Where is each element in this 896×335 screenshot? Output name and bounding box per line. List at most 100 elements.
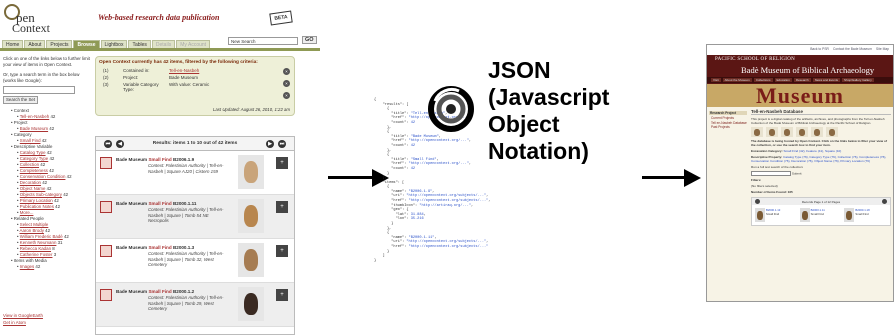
facet-label[interactable]: Small Find — [19, 138, 41, 143]
facet-item[interactable]: • Select Multiple — [17, 222, 49, 227]
facet-label[interactable]: Bade Museum — [19, 126, 49, 131]
facet-item[interactable]: • Collection 42 — [17, 162, 46, 167]
object-thumb[interactable] — [751, 127, 763, 137]
facet-item[interactable]: • More... — [17, 210, 34, 215]
facet-item[interactable]: • Aaron Brody 42 — [17, 228, 51, 233]
facet-item[interactable]: • Primary Location 42 — [17, 198, 59, 203]
result-title[interactable]: Bade Museum Small Find B2000.1.11 — [116, 201, 196, 206]
next-page-icon[interactable]: ▶ — [266, 140, 274, 148]
result-title[interactable]: Bade Museum Small Find B2000.1.2 — [116, 289, 194, 294]
result-thumbnail[interactable] — [238, 199, 264, 233]
top-link[interactable]: Contact the Bade Museum — [832, 47, 872, 51]
museum-nav-item[interactable]: Shop/Gallery Gallery — [842, 78, 874, 82]
facet-label[interactable]: Publication Notes — [19, 204, 54, 209]
object-thumb[interactable] — [766, 127, 778, 137]
criteria-value[interactable]: Tell-en-Nasbeh — [169, 68, 200, 73]
item-thumbnail[interactable] — [799, 208, 810, 222]
facet-item[interactable]: • Category Type 42 — [17, 156, 55, 161]
facet-label[interactable]: Collection — [19, 162, 40, 167]
facet-label[interactable]: Aaron Brody — [19, 228, 44, 233]
facet-item[interactable]: • Objects Sub-category 42 — [17, 192, 69, 197]
result-thumbnail[interactable] — [238, 155, 264, 189]
item-id[interactable]: B2000.1.11 — [810, 208, 825, 212]
facet-item[interactable]: • William Frederic Badè 42 — [17, 234, 69, 239]
result-thumbnail[interactable] — [238, 287, 264, 321]
facet-label[interactable]: Kenneth Neumann — [19, 240, 57, 245]
museum-nav-item[interactable]: Visit — [711, 78, 721, 82]
remove-filter-icon[interactable]: × — [283, 80, 290, 87]
search-input[interactable]: New Search — [228, 37, 298, 45]
prev-page-icon[interactable] — [755, 199, 760, 204]
facet-label[interactable]: Category Type — [19, 156, 49, 161]
first-page-icon[interactable]: ⏮ — [104, 140, 112, 148]
facet-label[interactable]: Decoration — [19, 180, 41, 185]
result-title[interactable]: Bade Museum Small Find B2006.1.9 — [116, 157, 194, 162]
facet-item[interactable]: • Completeness 42 — [17, 168, 54, 173]
sidebar-link[interactable]: Current Projects — [711, 116, 735, 121]
facet-item[interactable]: • Tell-en-Nasbeh 42 — [17, 114, 56, 119]
facet-label[interactable]: Rebecca Kadan — [19, 246, 52, 251]
museum-search-input[interactable] — [751, 171, 791, 176]
category-links[interactable]: Small Find (42), Feature (41), Square (1… — [783, 149, 842, 153]
facet-item[interactable]: • Conservation Condition 42 — [17, 174, 72, 179]
add-to-lightbox-icon[interactable]: + — [276, 157, 288, 169]
last-page-icon[interactable]: ⏭ — [278, 140, 286, 148]
top-link[interactable]: Site Map — [875, 47, 889, 51]
facet-item[interactable]: • Catalog Type 42 — [17, 150, 52, 155]
property-links[interactable]: Catalog Type (76), Category Type (76), C… — [751, 155, 887, 163]
google-earth-link[interactable]: View in GoogleEarth — [3, 313, 43, 318]
facet-item[interactable]: • Bade Museum 42 — [17, 126, 55, 131]
facet-item[interactable]: • Rebecca Kadan 8 — [17, 246, 55, 251]
object-thumb[interactable] — [781, 127, 793, 137]
facet-label[interactable]: Catherine Foster — [19, 252, 53, 257]
facet-label[interactable]: Conservation Condition — [19, 174, 66, 179]
facet-item[interactable]: • Catherine Foster 3 — [17, 252, 57, 257]
facet-label[interactable]: Objects Sub-category — [19, 192, 62, 197]
facet-label[interactable]: Object Name — [19, 186, 46, 191]
prev-page-icon[interactable]: ◀ — [116, 140, 124, 148]
facet-item[interactable]: • Publication Notes 42 — [17, 204, 61, 209]
object-thumb[interactable] — [811, 127, 823, 137]
facet-label[interactable]: More... — [19, 210, 34, 215]
open-context-logo[interactable]: pen Context — [4, 4, 54, 35]
item-id[interactable]: B2000.1.13 — [766, 208, 781, 212]
facet-label[interactable]: Completeness — [19, 168, 48, 173]
add-to-lightbox-icon[interactable]: + — [276, 245, 288, 257]
add-to-lightbox-icon[interactable]: + — [276, 201, 288, 213]
search-set-button[interactable]: Search the Set — [3, 96, 39, 104]
facet-label[interactable]: Images — [19, 264, 35, 269]
facet-item[interactable]: • Small Find 42 — [17, 138, 47, 143]
museum-nav-item[interactable]: Research — [793, 78, 811, 82]
sidebar-search-input[interactable] — [3, 86, 75, 94]
facet-label[interactable]: Catalog Type — [19, 150, 46, 155]
remove-filter-icon[interactable]: × — [283, 92, 290, 99]
go-button[interactable]: GO — [302, 36, 317, 44]
sidebar-link[interactable]: Past Projects — [711, 125, 730, 130]
result-title[interactable]: Bade Museum Small Find B2000.1.3 — [116, 245, 194, 250]
museum-nav-item[interactable]: About the Museum — [722, 78, 752, 82]
museum-nav-item[interactable]: Education — [774, 78, 792, 82]
item-thumbnail[interactable] — [844, 208, 855, 222]
result-category[interactable]: Small Find — [148, 157, 172, 162]
facet-item[interactable]: • Images 42 — [17, 264, 41, 269]
object-thumb[interactable] — [826, 127, 838, 137]
museum-nav-item[interactable]: Collections — [753, 78, 773, 82]
result-thumbnail[interactable] — [238, 243, 264, 277]
result-category[interactable]: Small Find — [148, 245, 172, 250]
submit-button[interactable]: Submit — [791, 171, 802, 176]
result-category[interactable]: Small Find — [148, 289, 172, 294]
facet-label[interactable]: Select Multiple — [19, 222, 49, 227]
next-page-icon[interactable] — [881, 199, 887, 204]
facet-item[interactable]: • Object Name 42 — [17, 186, 52, 191]
facet-item[interactable]: • Decoration 42 — [17, 180, 48, 185]
sidebar-link[interactable]: Tell en-Nasbeh Database — [711, 120, 747, 125]
facet-label[interactable]: Tell-en-Nasbeh — [19, 114, 50, 119]
top-link[interactable]: Back to PSR — [810, 47, 829, 51]
add-to-lightbox-icon[interactable]: + — [276, 289, 288, 301]
